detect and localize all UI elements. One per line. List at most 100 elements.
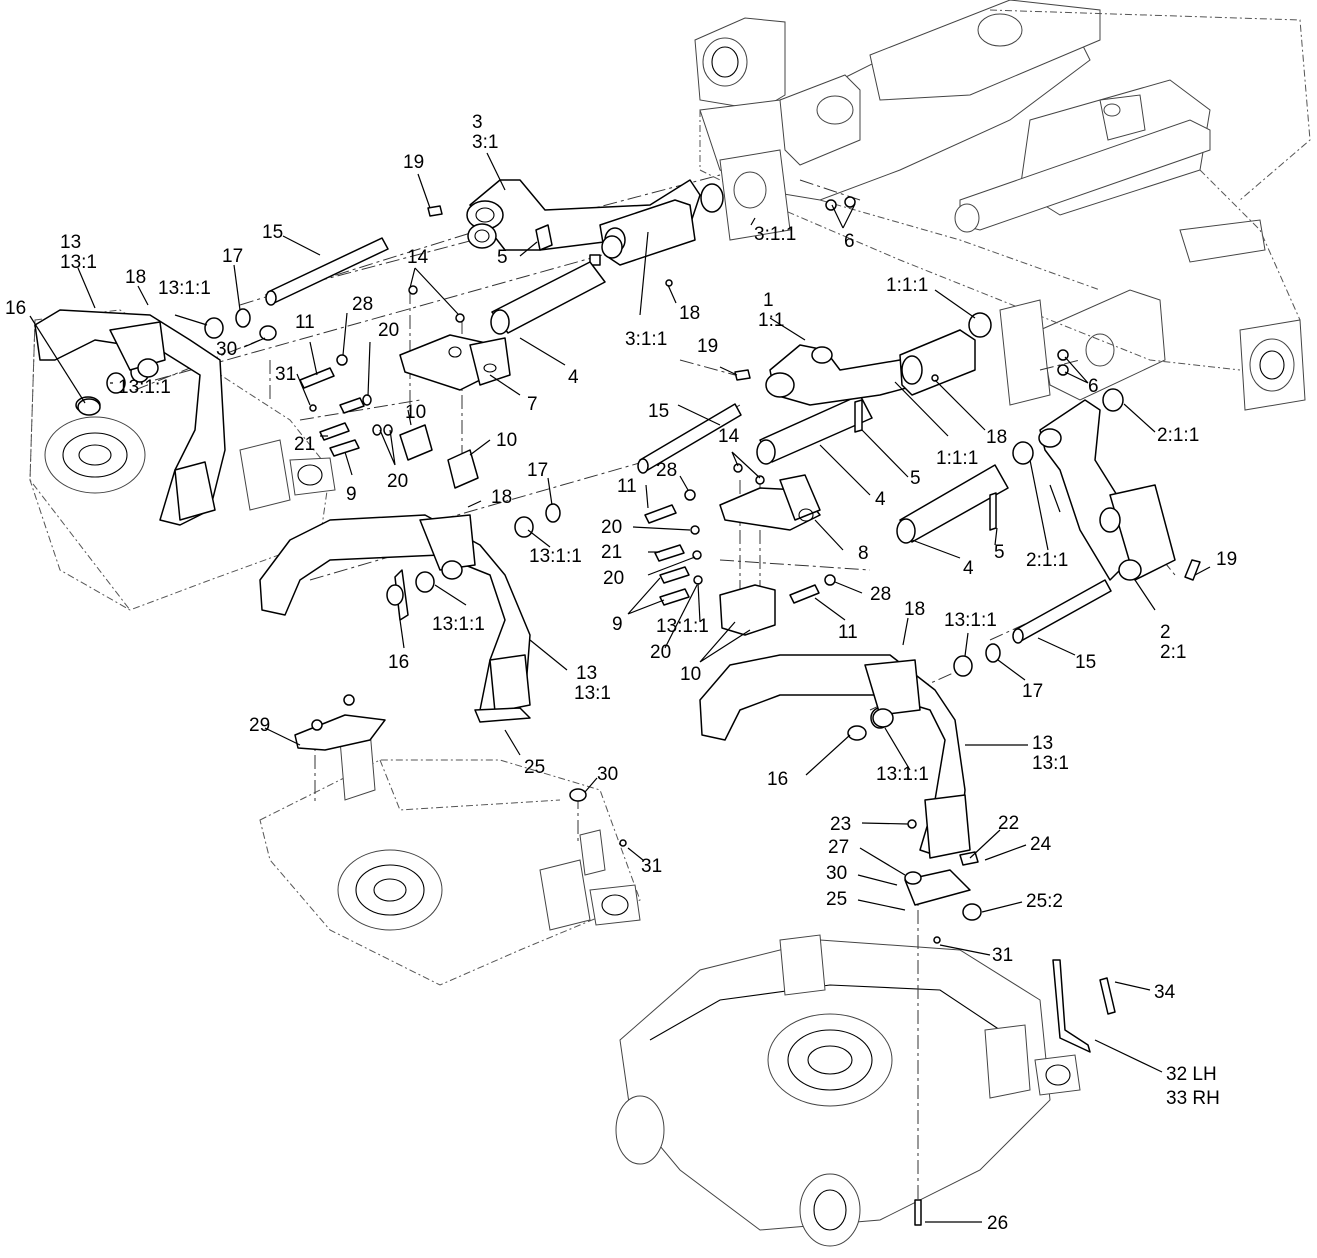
callout-18: 18 bbox=[986, 427, 1007, 448]
callout-16: 16 bbox=[388, 652, 409, 673]
callout-1-1-1: 1:1:1 bbox=[936, 448, 978, 469]
pivot-shafts bbox=[490, 261, 1009, 544]
callout-16: 16 bbox=[767, 769, 788, 790]
callout-1-1-1: 1:1:1 bbox=[886, 275, 928, 296]
bumpers-10 bbox=[399, 424, 776, 636]
callout-34: 34 bbox=[1154, 982, 1176, 1003]
callout-15: 15 bbox=[1075, 652, 1096, 673]
callout-6: 6 bbox=[844, 231, 855, 252]
arm-13-lower-right bbox=[699, 654, 982, 1226]
callout-15: 15 bbox=[262, 222, 283, 243]
hardware-left bbox=[259, 224, 553, 457]
callout-1: 1 bbox=[763, 290, 774, 311]
callout-11: 11 bbox=[617, 476, 637, 497]
frame-assembly bbox=[694, 0, 1311, 411]
callout-21: 21 bbox=[294, 434, 315, 455]
callout-25: 25 bbox=[826, 889, 847, 910]
callout-14: 14 bbox=[718, 426, 740, 447]
callout-18: 18 bbox=[679, 303, 700, 324]
callout-8: 8 bbox=[858, 543, 869, 564]
callout-3-1: 3:1 bbox=[472, 132, 498, 153]
deck-middle bbox=[259, 729, 641, 986]
callout-13-1-1: 13:1:1 bbox=[876, 764, 929, 785]
callout-31: 31 bbox=[992, 945, 1013, 966]
callout-13-1-1: 13:1:1 bbox=[944, 610, 997, 631]
deck-lower-right bbox=[615, 934, 1081, 1247]
callout-17: 17 bbox=[222, 246, 243, 267]
callout-4: 4 bbox=[963, 558, 974, 579]
callout-15: 15 bbox=[648, 401, 669, 422]
callout-2-1-1: 2:1:1 bbox=[1026, 550, 1068, 571]
callout-31: 31 bbox=[275, 364, 296, 385]
callout-32-lh: 32 LH bbox=[1166, 1064, 1217, 1085]
callout-13-1-1: 13:1:1 bbox=[158, 278, 211, 299]
callout-28: 28 bbox=[352, 294, 373, 315]
callout-2: 2 bbox=[1160, 622, 1171, 643]
callout-13-1-1: 13:1:1 bbox=[529, 546, 582, 567]
callout-4: 4 bbox=[568, 367, 579, 388]
lift-arm-1 bbox=[765, 329, 976, 433]
callout-11: 11 bbox=[295, 312, 315, 333]
deck-upper-left bbox=[29, 309, 336, 611]
callout-9: 9 bbox=[346, 484, 357, 505]
callout-5: 5 bbox=[910, 468, 921, 489]
callout-1-1: 1:1 bbox=[758, 310, 784, 331]
arm-13-middle bbox=[259, 514, 531, 723]
callout-3-1-1: 3:1:1 bbox=[625, 329, 667, 350]
callout-2-1: 2:1 bbox=[1160, 642, 1186, 663]
lift-arm-2 bbox=[989, 399, 1176, 581]
plate-29 bbox=[294, 694, 627, 847]
callout-13-1: 13:1 bbox=[574, 683, 611, 704]
callout-19: 19 bbox=[697, 336, 718, 357]
bracket-8 bbox=[719, 474, 821, 531]
callout-14: 14 bbox=[407, 247, 429, 268]
arm-13-upper-left bbox=[34, 309, 226, 526]
callout-17: 17 bbox=[527, 460, 548, 481]
callout-3: 3 bbox=[472, 112, 483, 133]
callout-6: 6 bbox=[1088, 376, 1099, 397]
tube-32-33 bbox=[1052, 959, 1116, 1053]
bracket-7 bbox=[399, 334, 511, 391]
callout-22: 22 bbox=[998, 813, 1019, 834]
callout-7: 7 bbox=[527, 394, 538, 415]
callout-13: 13 bbox=[60, 232, 81, 253]
callout-30: 30 bbox=[597, 764, 618, 785]
callout-29: 29 bbox=[249, 715, 270, 736]
callout-10: 10 bbox=[496, 430, 517, 451]
callout-2-1-1: 2:1:1 bbox=[1157, 425, 1199, 446]
callout-13: 13 bbox=[1032, 733, 1053, 754]
callout-20: 20 bbox=[601, 517, 622, 538]
callout-21: 21 bbox=[601, 542, 622, 563]
callout-26: 26 bbox=[987, 1213, 1008, 1234]
callout-20: 20 bbox=[650, 642, 671, 663]
callout-3-1-1: 3:1:1 bbox=[754, 224, 796, 245]
callout-24: 24 bbox=[1030, 834, 1052, 855]
callout-20: 20 bbox=[603, 568, 624, 589]
callout-13-1: 13:1 bbox=[60, 252, 97, 273]
callout-17: 17 bbox=[1022, 681, 1043, 702]
callout-18: 18 bbox=[491, 487, 512, 508]
callout-13-1-1: 13:1:1 bbox=[118, 377, 171, 398]
callout-25: 25 bbox=[524, 757, 545, 778]
rods-15 bbox=[265, 237, 1112, 644]
callout-28: 28 bbox=[870, 584, 891, 605]
callouts: 3 3:1 19 15 13 13:1 17 18 13:1:1 16 13:1… bbox=[5, 112, 1237, 1234]
callout-13-1-1: 13:1:1 bbox=[656, 616, 709, 637]
callout-5: 5 bbox=[994, 542, 1005, 563]
callout-19: 19 bbox=[1216, 549, 1237, 570]
callout-27: 27 bbox=[828, 837, 849, 858]
callout-28: 28 bbox=[656, 460, 677, 481]
callout-20: 20 bbox=[378, 320, 399, 341]
hardware-middle bbox=[427, 205, 1201, 606]
callout-9: 9 bbox=[612, 614, 623, 635]
callout-19: 19 bbox=[403, 152, 424, 173]
callout-16: 16 bbox=[5, 298, 26, 319]
callout-11: 11 bbox=[838, 622, 858, 643]
callout-31: 31 bbox=[641, 856, 662, 877]
pins-16 bbox=[77, 398, 867, 741]
callout-20: 20 bbox=[387, 471, 408, 492]
callout-10: 10 bbox=[405, 402, 426, 423]
callout-25-2: 25:2 bbox=[1026, 891, 1063, 912]
callout-18: 18 bbox=[125, 267, 146, 288]
callout-10: 10 bbox=[680, 664, 701, 685]
